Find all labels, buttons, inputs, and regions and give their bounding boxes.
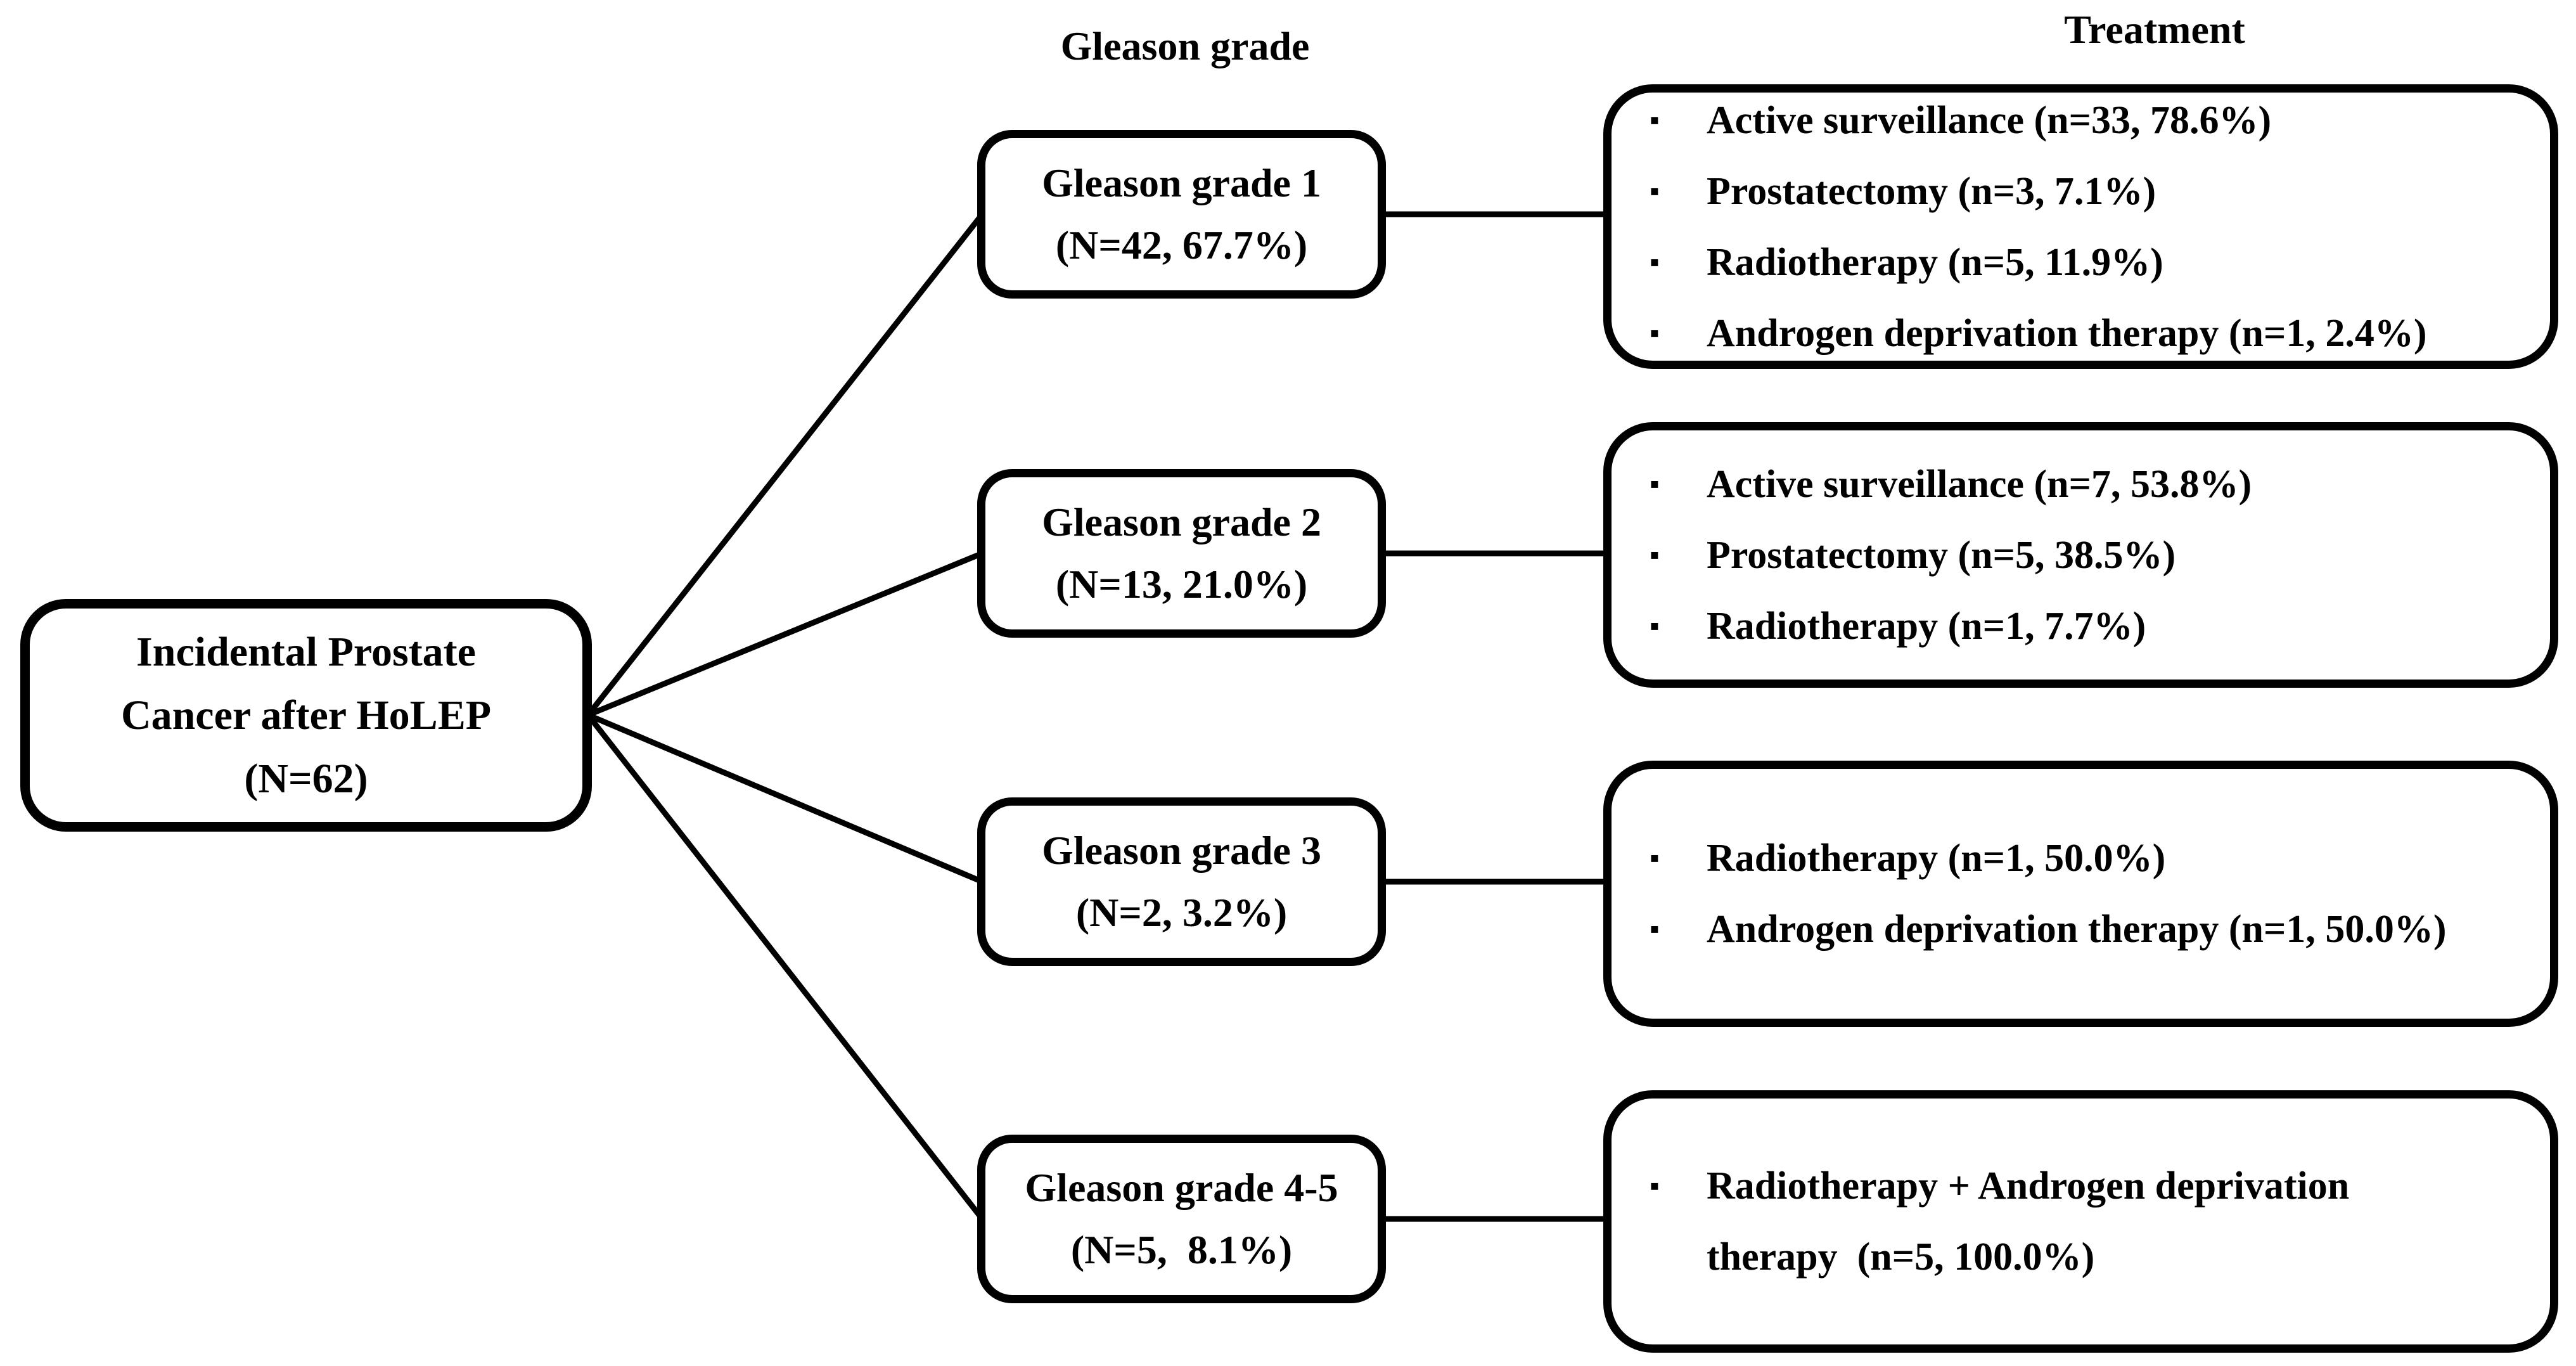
grade-title: Gleason grade 2 <box>1042 499 1321 544</box>
gleason-grade-3-node: Gleason grade 3 (N=2, 3.2%) <box>977 797 1386 966</box>
connector-root-to-grade3 <box>587 712 984 885</box>
treatment-item: Active surveillance (n=33, 78.6%) <box>1643 85 2525 156</box>
treatment-item: Radiotherapy + Androgen deprivation ther… <box>1643 1150 2525 1292</box>
treatment-item: Radiotherapy (n=1, 7.7%) <box>1643 591 2525 662</box>
treatment-item: Androgen deprivation therapy (n=1, 50.0%… <box>1643 894 2525 965</box>
gleason-grade-2-node: Gleason grade 2 (N=13, 21.0%) <box>977 469 1386 638</box>
grade-stat: (N=13, 21.0%) <box>1055 562 1308 607</box>
treatment-item: Radiotherapy (n=1, 50.0%) <box>1643 823 2525 894</box>
treatment-node-grade-3: Radiotherapy (n=1, 50.0%) Androgen depri… <box>1603 761 2558 1027</box>
grade-stat: (N=5, 8.1%) <box>1070 1227 1293 1272</box>
column-header-gleason-grade: Gleason grade <box>1060 23 1310 68</box>
gleason-grade-4-5-node: Gleason grade 4-5 (N=5, 8.1%) <box>977 1135 1386 1303</box>
treatment-item: Active surveillance (n=7, 53.8%) <box>1643 449 2525 520</box>
grade-title: Gleason grade 4-5 <box>1025 1165 1338 1210</box>
grade-title: Gleason grade 1 <box>1042 160 1321 205</box>
connector-root-to-grade4 <box>586 713 985 1221</box>
treatment-list: Radiotherapy + Androgen deprivation ther… <box>1643 1150 2525 1292</box>
treatment-item: Radiotherapy (n=5, 11.9%) <box>1643 227 2525 298</box>
root-node-line-2: Cancer after HoLEP <box>120 692 492 738</box>
gleason-grade-1-node: Gleason grade 1 (N=42, 67.7%) <box>977 130 1386 299</box>
treatment-node-grade-1: Active surveillance (n=33, 78.6%) Prosta… <box>1603 84 2558 369</box>
treatment-item: Prostatectomy (n=5, 38.5%) <box>1643 520 2525 591</box>
treatment-node-grade-2: Active surveillance (n=7, 53.8%) Prostat… <box>1603 422 2558 688</box>
treatment-item: Prostatectomy (n=3, 7.1%) <box>1643 156 2525 227</box>
treatment-list: Active surveillance (n=33, 78.6%) Prosta… <box>1643 85 2525 369</box>
treatment-list: Active surveillance (n=7, 53.8%) Prostat… <box>1643 449 2525 662</box>
grade-stat: (N=2, 3.2%) <box>1075 890 1288 935</box>
root-node: Incidental Prostate Cancer after HoLEP (… <box>20 599 592 832</box>
root-node-line-1: Incidental Prostate <box>136 628 476 675</box>
connector-root-to-grade2 <box>587 550 984 718</box>
root-node-line-3: (N=62) <box>244 755 368 802</box>
treatment-node-grade-4-5: Radiotherapy + Androgen deprivation ther… <box>1603 1090 2558 1353</box>
treatment-item: Androgen deprivation therapy (n=1, 2.4%) <box>1643 298 2525 369</box>
grade-title: Gleason grade 3 <box>1042 828 1321 873</box>
connector-root-to-grade1 <box>586 212 985 717</box>
grade-stat: (N=42, 67.7%) <box>1055 222 1308 267</box>
treatment-list: Radiotherapy (n=1, 50.0%) Androgen depri… <box>1643 823 2525 965</box>
column-header-treatment: Treatment <box>2064 7 2245 52</box>
